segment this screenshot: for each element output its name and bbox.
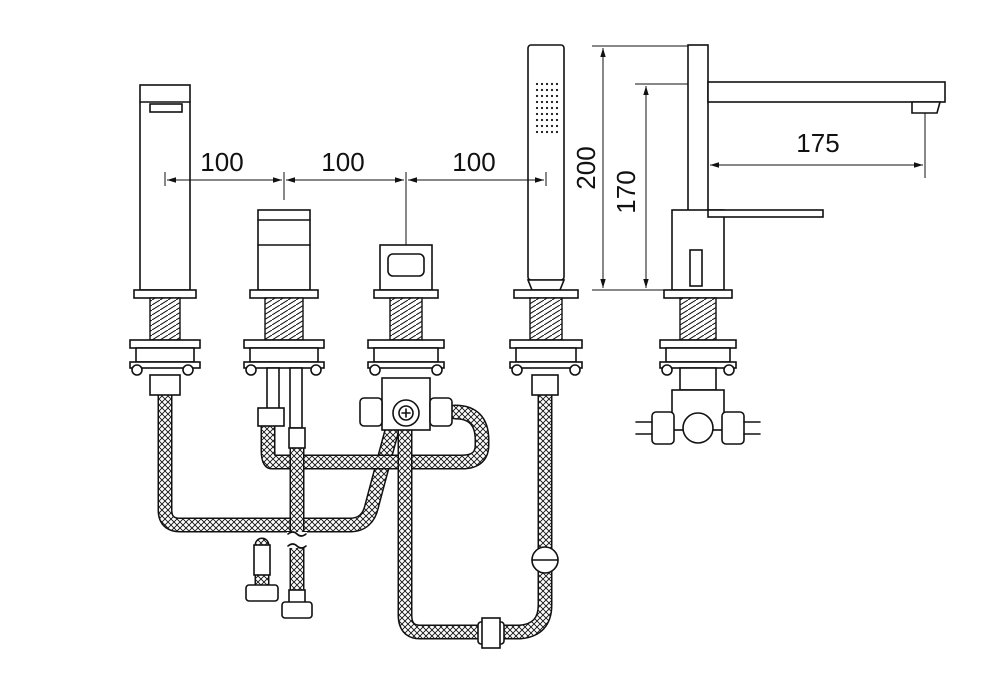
- dim-spacing-2: 100: [321, 147, 364, 177]
- spout-front-view: [129, 84, 201, 396]
- hose-break-mark: [287, 531, 307, 549]
- mixer-front-view: [243, 209, 325, 619]
- dimension-lines: [164, 45, 926, 291]
- dim-projection: 175: [796, 128, 839, 158]
- diverter-front-view: [359, 244, 453, 431]
- dim-spacing-1: 100: [200, 147, 243, 177]
- dim-height-spout: 170: [611, 170, 641, 213]
- dim-spacing-3: 100: [452, 147, 495, 177]
- handshower-nozzles: [535, 82, 559, 134]
- handshower-front-view: [477, 44, 583, 649]
- spout-side-view: [635, 44, 946, 445]
- hoses: [157, 387, 553, 640]
- dim-height-handshower: 200: [571, 146, 601, 189]
